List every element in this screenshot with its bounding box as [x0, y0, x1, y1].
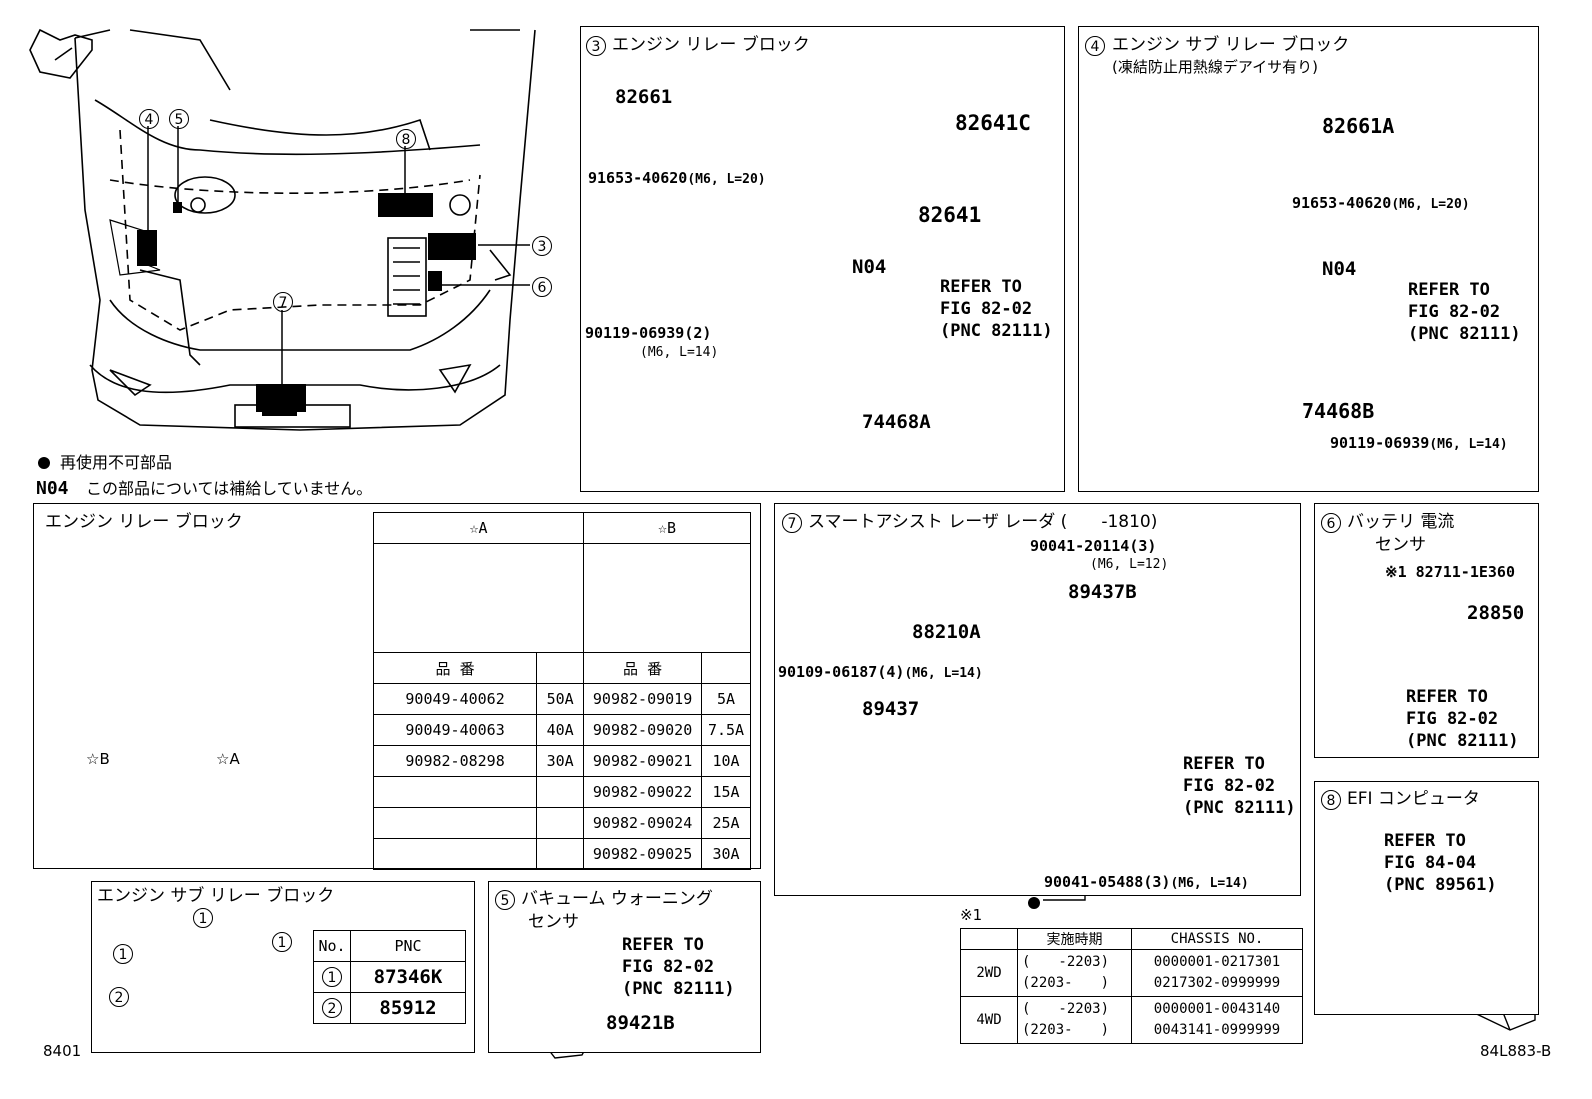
- panel5-number: 5: [495, 889, 519, 910]
- part-82661: 82661: [615, 86, 673, 108]
- chassis-note: ※1: [960, 906, 983, 924]
- col-no: No.: [313, 930, 351, 962]
- panel4-refer: REFER TO FIG 82-02 (PNC 82111): [1408, 280, 1521, 344]
- figure-code: 84L883-B: [1480, 1042, 1552, 1060]
- relay-block-title: エンジン リレー ブロック: [45, 512, 243, 532]
- part-28850: 28850: [1467, 602, 1525, 624]
- callout-4: 4: [139, 108, 163, 129]
- panel7-number: 7: [782, 512, 806, 533]
- panel-vacuum-warning-sensor: [488, 881, 761, 1053]
- part-74468b: 74468B: [1302, 399, 1375, 423]
- part-82641: 82641: [918, 203, 982, 227]
- part-89437: 89437: [862, 698, 920, 720]
- panel4-subtitle: (凍結防止用熱線デアイサ有り): [1112, 58, 1318, 76]
- panel6-title2: センサ: [1375, 535, 1426, 555]
- vehicle-part-markers: [137, 193, 476, 416]
- part-82661a: 82661A: [1322, 114, 1395, 138]
- callout-6: 6: [532, 276, 556, 297]
- legend-non-reusable: 再使用不可部品: [60, 453, 173, 472]
- hinban-a: 品 番: [372, 652, 538, 684]
- part-89437b: 89437B: [1068, 581, 1137, 603]
- panel8-refer: REFER TO FIG 84-04 (PNC 89561): [1384, 831, 1497, 895]
- part-n04: N04: [852, 256, 887, 278]
- bolt-90109-06187: 90109-06187(4)(M6, L=14): [778, 663, 983, 681]
- col-pnc: PNC: [350, 930, 466, 962]
- part-82641c: 82641C: [955, 111, 1031, 135]
- panel4-title: エンジン サブ リレー ブロック: [1112, 35, 1350, 55]
- sub-relay-callout-1-left: 1: [113, 943, 137, 964]
- panel5-refer: REFER TO FIG 82-02 (PNC 82111): [622, 935, 735, 999]
- chassis-table: 実施時期 CHASSIS NO. 2WD ( -2203)(2203- ) 00…: [960, 928, 1303, 1044]
- bolt-90119-spec: (M6, L=14): [640, 345, 719, 360]
- callout-8: 8: [396, 128, 420, 149]
- fuse-col-a: ☆A: [372, 512, 585, 544]
- vehicle-overview: [29, 28, 536, 431]
- panel-engine-relay-block: [580, 26, 1065, 492]
- callout-5: 5: [169, 108, 193, 129]
- panel6-number: 6: [1321, 512, 1345, 533]
- panel4-bolt: 91653-40620(M6, L=20): [1292, 194, 1470, 212]
- part-82711-1e360: ※1 82711-1E360: [1385, 563, 1515, 581]
- fuse-b-image: [583, 543, 751, 653]
- panel8-number: 8: [1321, 789, 1345, 810]
- sub-relay-callout-1-right: 1: [272, 931, 296, 952]
- panel-efi-computer: [1314, 781, 1539, 1015]
- callout-3: 3: [532, 235, 556, 256]
- sub-relay-callout-1-top: 1: [193, 907, 217, 928]
- panel4-number: 4: [1085, 35, 1109, 56]
- legend-n04-code: N04: [36, 478, 69, 499]
- star-b-label: ☆B: [86, 750, 110, 768]
- bolt-90041-20114: 90041-20114(3): [1030, 537, 1157, 555]
- part-88210a: 88210A: [912, 621, 981, 643]
- panel3-title: エンジン リレー ブロック: [612, 35, 810, 55]
- fuse-col-b: ☆B: [583, 512, 751, 544]
- col-period: 実施時期: [1017, 928, 1132, 950]
- panel6-title: バッテリ 電流: [1347, 512, 1455, 532]
- sub-relay-callout-2: 2: [109, 986, 133, 1007]
- panel5-title2: センサ: [528, 912, 579, 932]
- panel-battery-current-sensor: [1314, 503, 1539, 758]
- bolt-91653-40620: 91653-40620(M6, L=20): [588, 169, 766, 187]
- fuse-a-image: [372, 543, 585, 653]
- bolt-90041-20114-spec: (M6, L=12): [1090, 557, 1169, 572]
- panel7-refer: REFER TO FIG 82-02 (PNC 82111): [1183, 754, 1296, 818]
- panel6-refer: REFER TO FIG 82-02 (PNC 82111): [1406, 687, 1519, 751]
- part-74468a: 74468A: [862, 411, 931, 433]
- panel-smart-assist-laser-radar: [774, 503, 1301, 896]
- callout-7: 7: [273, 291, 297, 312]
- panel5-title: バキューム ウォーニング: [521, 889, 713, 909]
- panel-engine-sub-relay-block: [1078, 26, 1539, 492]
- sub-relay-title: エンジン サブ リレー ブロック: [97, 886, 335, 906]
- part-89421b: 89421B: [606, 1012, 675, 1034]
- panel7-title: スマートアシスト レーザ レーダ ( -1810): [808, 512, 1158, 532]
- legend-n04-note: この部品については補給していません。: [86, 479, 373, 498]
- col-chassis: CHASSIS NO.: [1131, 928, 1303, 950]
- panel4-part-n04: N04: [1322, 258, 1357, 280]
- page-number: 8401: [43, 1042, 82, 1060]
- bolt-90119-06939-2: 90119-06939(2): [585, 324, 712, 342]
- panel8-title: EFI コンピュータ: [1347, 789, 1480, 809]
- panel3-number: 3: [586, 35, 610, 56]
- panel3-refer: REFER TO FIG 82-02 (PNC 82111): [940, 277, 1053, 341]
- panel4-bolt2: 90119-06939(M6, L=14): [1330, 434, 1508, 452]
- star-a-label: ☆A: [216, 750, 240, 768]
- hinban-b: 品 番: [583, 652, 702, 684]
- bolt-90041-05488: 90041-05488(3)(M6, L=14): [1044, 873, 1249, 891]
